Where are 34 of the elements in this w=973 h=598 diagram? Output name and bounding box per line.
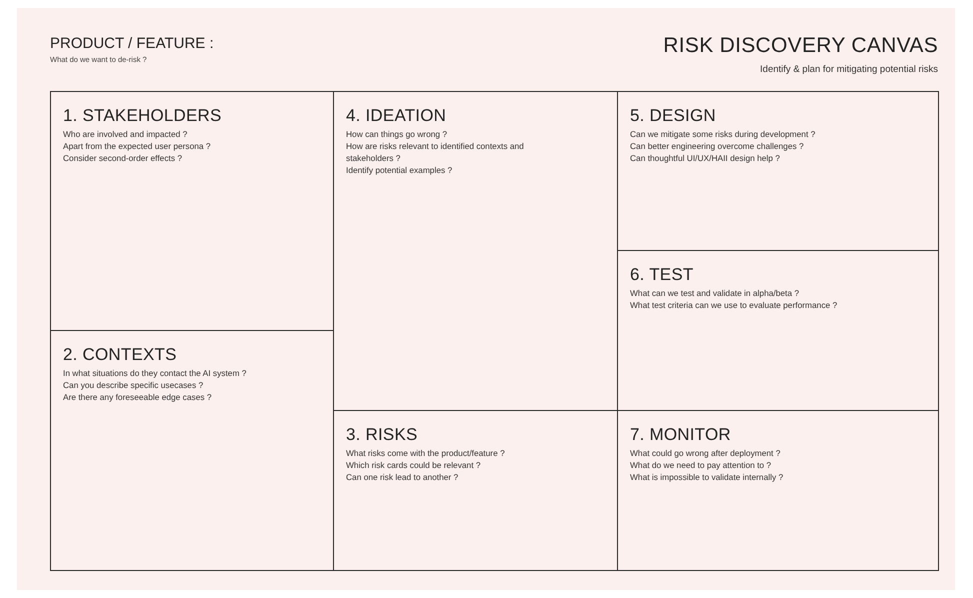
section-heading: 2. CONTEXTS <box>63 345 177 365</box>
guiding-question: Are there any foreseeable edge cases ? <box>63 391 212 403</box>
section-heading: PRODUCT / FEATURE : <box>50 35 214 52</box>
guiding-question: How can things go wrong ? <box>346 128 448 140</box>
guiding-question: Can better engineering overcome challenges ? <box>630 140 804 152</box>
guiding-question: Can you describe specific usecases ? <box>63 379 204 391</box>
guiding-question: Apart from the expected user persona ? <box>63 140 211 152</box>
canvas-section <box>617 91 939 251</box>
guiding-question: What do we need to pay attention to ? <box>630 459 772 471</box>
guiding-question: What is impossible to validate internally ? <box>630 471 784 483</box>
guiding-question: How are risks relevant to identified contexts and stakeholders ? <box>346 140 525 164</box>
guiding-question: Can thoughtful UI/UX/HAII design help ? <box>630 152 780 164</box>
canvas-section <box>617 410 939 571</box>
section-heading: 5. DESIGN <box>630 106 716 126</box>
section-heading: 4. IDEATION <box>346 106 446 126</box>
canvas-section <box>50 330 334 571</box>
guiding-question: Can we mitigate some risks during development ? <box>630 128 816 140</box>
guiding-question: In what situations do they contact the AI system ? <box>63 367 246 379</box>
guiding-question: Who are involved and impacted ? <box>63 128 188 140</box>
guiding-question: What could go wrong after deployment ? <box>630 447 780 459</box>
guiding-question: What can we test and validate in alpha/beta ? <box>630 287 800 299</box>
section-heading: 1. STAKEHOLDERS <box>63 106 222 126</box>
canvas-subtitle: Identify & plan for mitigating potential risks <box>760 64 938 75</box>
guiding-question: Identify potential examples ? <box>346 164 452 176</box>
canvas-title: RISK DISCOVERY CANVAS <box>663 34 938 58</box>
section-heading: 6. TEST <box>630 265 694 285</box>
guiding-question: Which risk cards could be relevant ? <box>346 459 481 471</box>
guiding-question: What risks come with the product/feature ? <box>346 447 505 459</box>
canvas-section <box>50 91 334 331</box>
section-heading: 3. RISKS <box>346 425 418 445</box>
section-heading: 7. MONITOR <box>630 425 731 445</box>
guiding-question: What test criteria can we use to evaluate performance ? <box>630 299 838 311</box>
guiding-question: Can one risk lead to another ? <box>346 471 458 483</box>
guiding-question: Consider second-order effects ? <box>63 152 182 164</box>
